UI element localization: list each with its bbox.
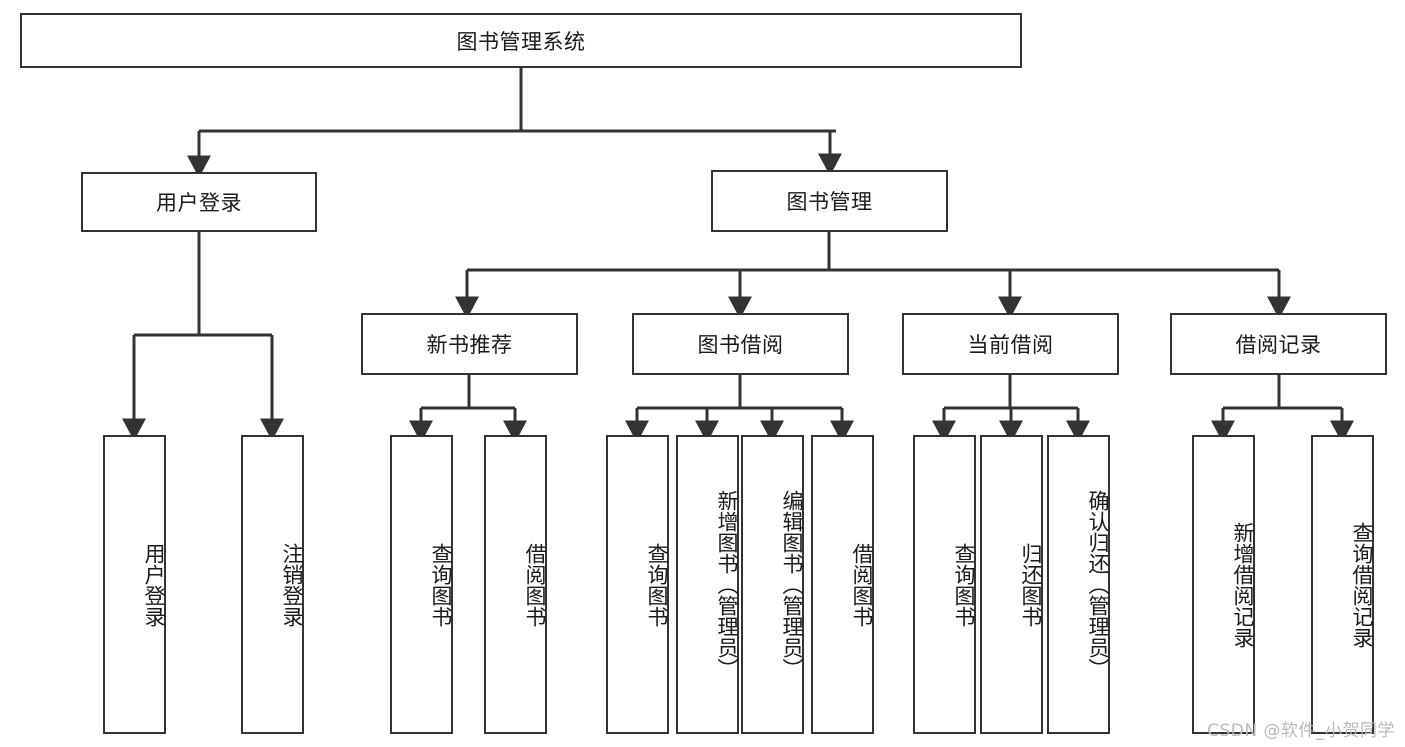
node-label: 图书管理 (786, 190, 873, 214)
leaf-bb-borrow-book[interactable]: 借阅图书 (811, 435, 874, 734)
node-label: 确认归还（管理员） (1086, 490, 1110, 679)
node-label: 查询借阅记录 (1350, 521, 1374, 648)
leaf-nb-borrow-book[interactable]: 借阅图书 (484, 435, 547, 734)
node-label: 查询图书 (429, 542, 453, 627)
node-label: 图书管理系统 (456, 29, 586, 54)
csdn-watermark: CSDN @软件_小贺同学 (1207, 721, 1395, 741)
node-label: 用户登录 (142, 542, 166, 627)
node-label: 借阅图书 (523, 542, 547, 627)
node-label: 新增图书（管理员） (715, 490, 739, 679)
node-label: 归还图书 (1019, 542, 1043, 627)
leaf-cb-return-book[interactable]: 归还图书 (980, 435, 1043, 734)
node-label: 当前借阅 (967, 333, 1054, 357)
node-label: 新增借阅记录 (1231, 521, 1255, 648)
node-label: 注销登录 (280, 542, 304, 627)
leaf-cb-confirm-return-admin[interactable]: 确认归还（管理员） (1047, 435, 1110, 734)
leaf-br-add-record[interactable]: 新增借阅记录 (1192, 435, 1255, 734)
node-book-borrow[interactable]: 图书借阅 (632, 313, 849, 375)
node-label: 查询图书 (645, 542, 669, 627)
leaf-logout[interactable]: 注销登录 (241, 435, 304, 734)
leaf-br-query-record[interactable]: 查询借阅记录 (1311, 435, 1374, 734)
leaf-bb-edit-book-admin[interactable]: 编辑图书（管理员） (741, 435, 804, 734)
node-label: 新书推荐 (426, 333, 513, 357)
node-book-management[interactable]: 图书管理 (711, 170, 948, 232)
leaf-bb-query-book[interactable]: 查询图书 (606, 435, 669, 734)
node-new-book-recommend[interactable]: 新书推荐 (361, 313, 578, 375)
node-label: 图书借阅 (697, 333, 784, 357)
leaf-cb-query-book[interactable]: 查询图书 (913, 435, 976, 734)
node-label: 借阅记录 (1235, 333, 1322, 357)
node-label: 查询图书 (952, 542, 976, 627)
node-user-login[interactable]: 用户登录 (81, 172, 317, 232)
node-current-borrow[interactable]: 当前借阅 (902, 313, 1119, 375)
leaf-nb-query-book[interactable]: 查询图书 (390, 435, 453, 734)
node-root-book-management-system[interactable]: 图书管理系统 (20, 13, 1022, 68)
leaf-user-login[interactable]: 用户登录 (103, 435, 166, 734)
node-label: 编辑图书（管理员） (780, 490, 804, 679)
node-label: 用户登录 (156, 191, 242, 215)
node-borrow-record[interactable]: 借阅记录 (1170, 313, 1387, 375)
node-label: 借阅图书 (850, 542, 874, 627)
leaf-bb-add-book-admin[interactable]: 新增图书（管理员） (676, 435, 739, 734)
